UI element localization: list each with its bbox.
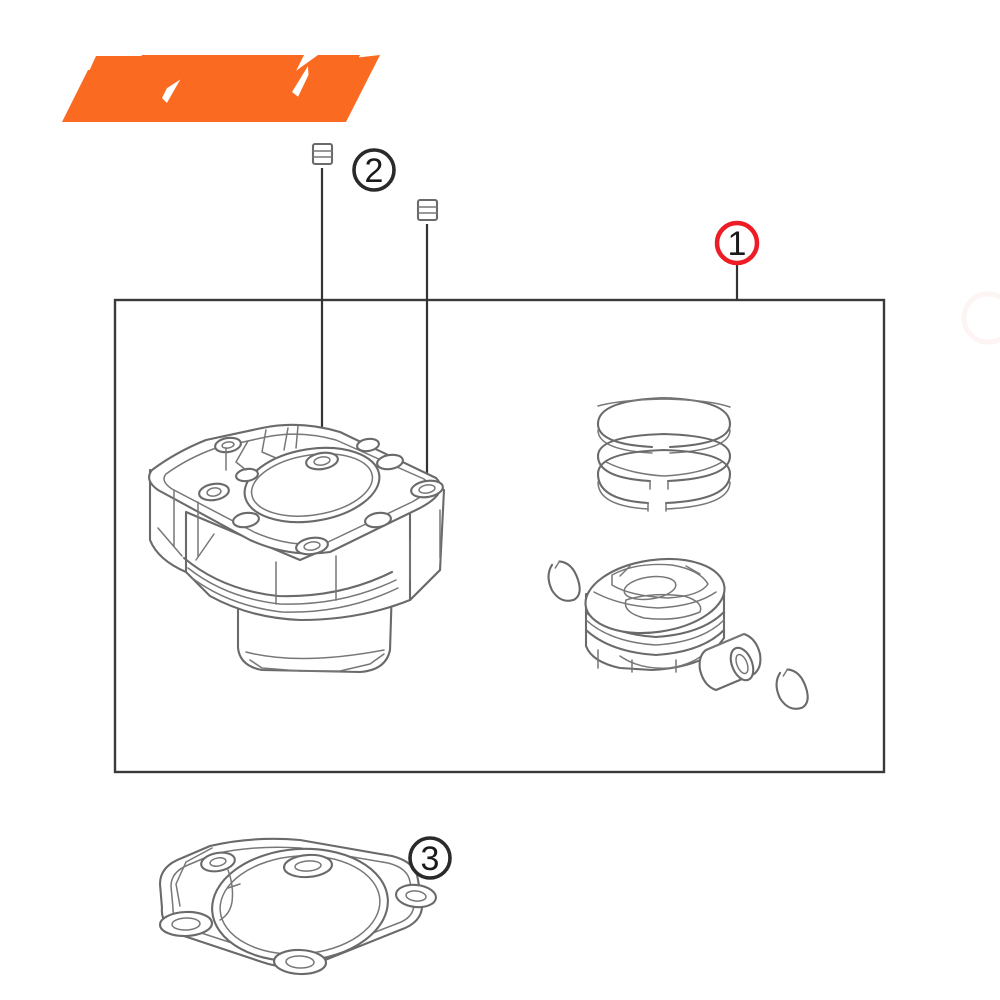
callout-2-label: 2: [365, 152, 384, 190]
dowel-pin-right: [416, 198, 439, 490]
callout-1[interactable]: 1: [714, 220, 760, 266]
piston: [584, 557, 726, 673]
piston-pin: [698, 632, 762, 692]
assembly-group-box: [113, 298, 886, 774]
dowel-pin-left: [311, 142, 334, 462]
circlip-right: [775, 668, 809, 710]
ktm-logo: [62, 55, 380, 122]
callout-1-label: 1: [728, 225, 747, 263]
cylinder-base-gasket: [158, 837, 437, 976]
watermark-artifact: [961, 291, 1000, 345]
piston-rings: [596, 396, 732, 512]
callout-3[interactable]: 3: [408, 836, 452, 880]
callout-2[interactable]: 2: [352, 148, 396, 192]
callout-3-label: 3: [421, 840, 440, 878]
circlip-left: [547, 560, 581, 602]
cylinder-block: [148, 423, 446, 674]
